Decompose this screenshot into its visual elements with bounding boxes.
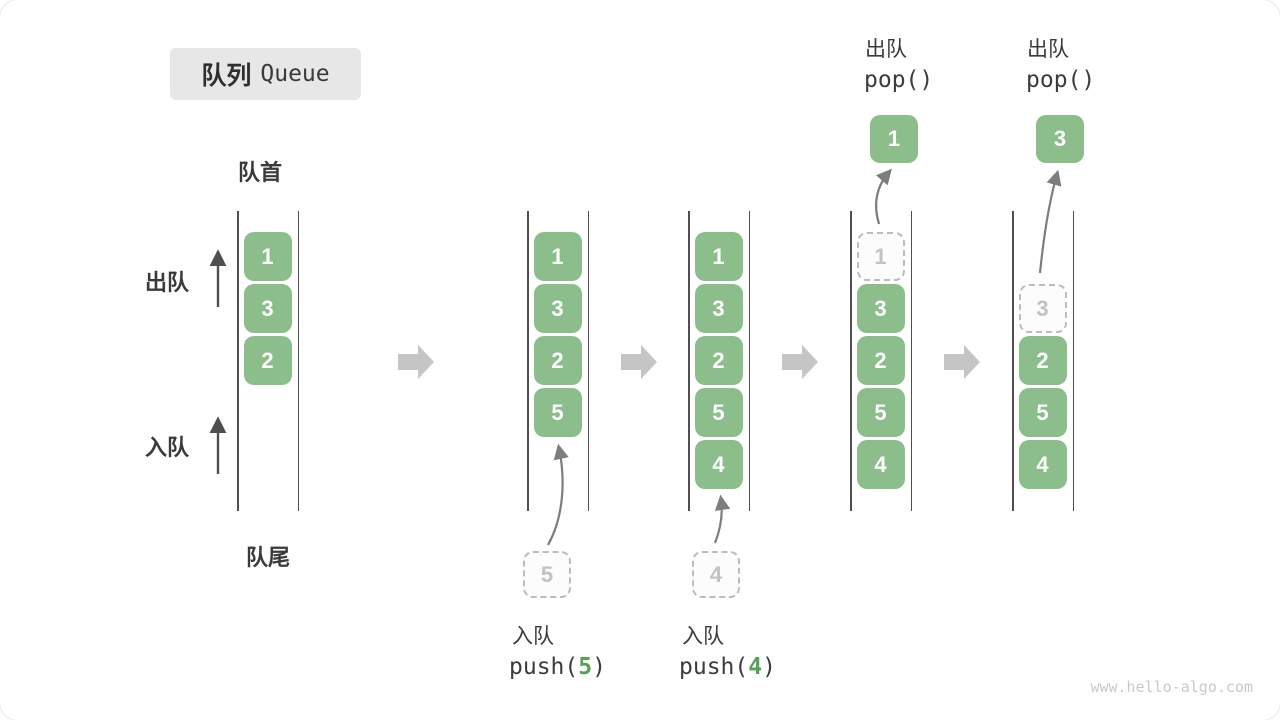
code-text: ) — [762, 654, 776, 680]
queue-cell: 2 — [533, 336, 582, 385]
watermark: www.hello-algo.com — [1090, 678, 1253, 696]
queue-state-3: 1 3 2 5 4 — [688, 211, 750, 511]
queue-cell: 5 — [694, 388, 743, 437]
label-dequeue-direction: 出队 — [145, 270, 190, 295]
title-zh: 队列 — [201, 62, 252, 90]
queue-cell: 3 — [533, 284, 582, 333]
queue-wall-right — [587, 211, 589, 511]
dequeue-op-label: 出队 — [865, 38, 907, 61]
ghost-cell: 1 — [856, 232, 905, 281]
dequeue-op-label: 出队 — [1027, 38, 1069, 61]
queue-wall-left — [237, 211, 239, 511]
queue-state-4: 1 3 2 5 4 — [850, 211, 912, 511]
popped-cell: 1 — [870, 115, 918, 163]
code-arg: 4 — [748, 654, 763, 680]
queue-cell: 5 — [533, 388, 582, 437]
enqueue-op-label: 入队 — [682, 625, 724, 648]
queue-cell: 1 — [694, 232, 743, 281]
queue-wall-left — [688, 211, 690, 511]
queue-cell: 4 — [1018, 440, 1067, 489]
dequeue-op-code: pop() — [1026, 67, 1096, 93]
queue-cell: 3 — [694, 284, 743, 333]
incoming-cell: 5 — [523, 551, 571, 598]
queue-cell: 3 — [243, 284, 292, 333]
queue-wall-right — [748, 211, 750, 511]
label-queue-front: 队首 — [237, 160, 282, 185]
state-transition-arrow-3 — [782, 345, 818, 379]
queue-cell: 5 — [856, 388, 905, 437]
queue-cell: 4 — [694, 440, 743, 489]
queue-cell: 2 — [243, 336, 292, 385]
queue-wall-left — [850, 211, 852, 511]
queue-state-1: 1 3 2 — [237, 211, 299, 511]
queue-wall-left — [1012, 211, 1014, 511]
queue-state-5: 3 2 5 4 — [1012, 211, 1074, 511]
state-transition-arrow-4 — [944, 345, 980, 379]
code-text: push( — [509, 654, 579, 680]
code-text: push( — [679, 654, 749, 680]
incoming-cell: 4 — [692, 551, 740, 598]
queue-state-2: 1 3 2 5 — [527, 211, 589, 511]
enqueue-op-label: 入队 — [512, 625, 554, 648]
queue-wall-left — [527, 211, 529, 511]
enqueue-op-code: push(4) — [679, 654, 776, 680]
code-text: ) — [592, 654, 606, 680]
queue-wall-right — [910, 211, 912, 511]
queue-cell: 2 — [1018, 336, 1067, 385]
queue-cell: 2 — [694, 336, 743, 385]
queue-cell: 4 — [856, 440, 905, 489]
title-en: Queue — [260, 61, 330, 87]
dequeue-op-code: pop() — [864, 67, 934, 93]
label-enqueue-direction: 入队 — [145, 435, 190, 460]
ghost-cell: 3 — [1018, 284, 1067, 333]
queue-cell: 5 — [1018, 388, 1067, 437]
enqueue-op-code: push(5) — [509, 654, 606, 680]
queue-cell: 1 — [533, 232, 582, 281]
queue-cell: 2 — [856, 336, 905, 385]
state-transition-arrow-2 — [621, 345, 657, 379]
code-arg: 5 — [578, 654, 593, 680]
queue-wall-right — [1072, 211, 1074, 511]
label-queue-rear: 队尾 — [245, 545, 290, 570]
title-box: 队列 Queue — [170, 48, 361, 100]
queue-cell: 3 — [856, 284, 905, 333]
state-transition-arrow-1 — [398, 345, 434, 379]
queue-wall-right — [297, 211, 299, 511]
queue-cell: 1 — [243, 232, 292, 281]
popped-cell: 3 — [1036, 115, 1084, 163]
